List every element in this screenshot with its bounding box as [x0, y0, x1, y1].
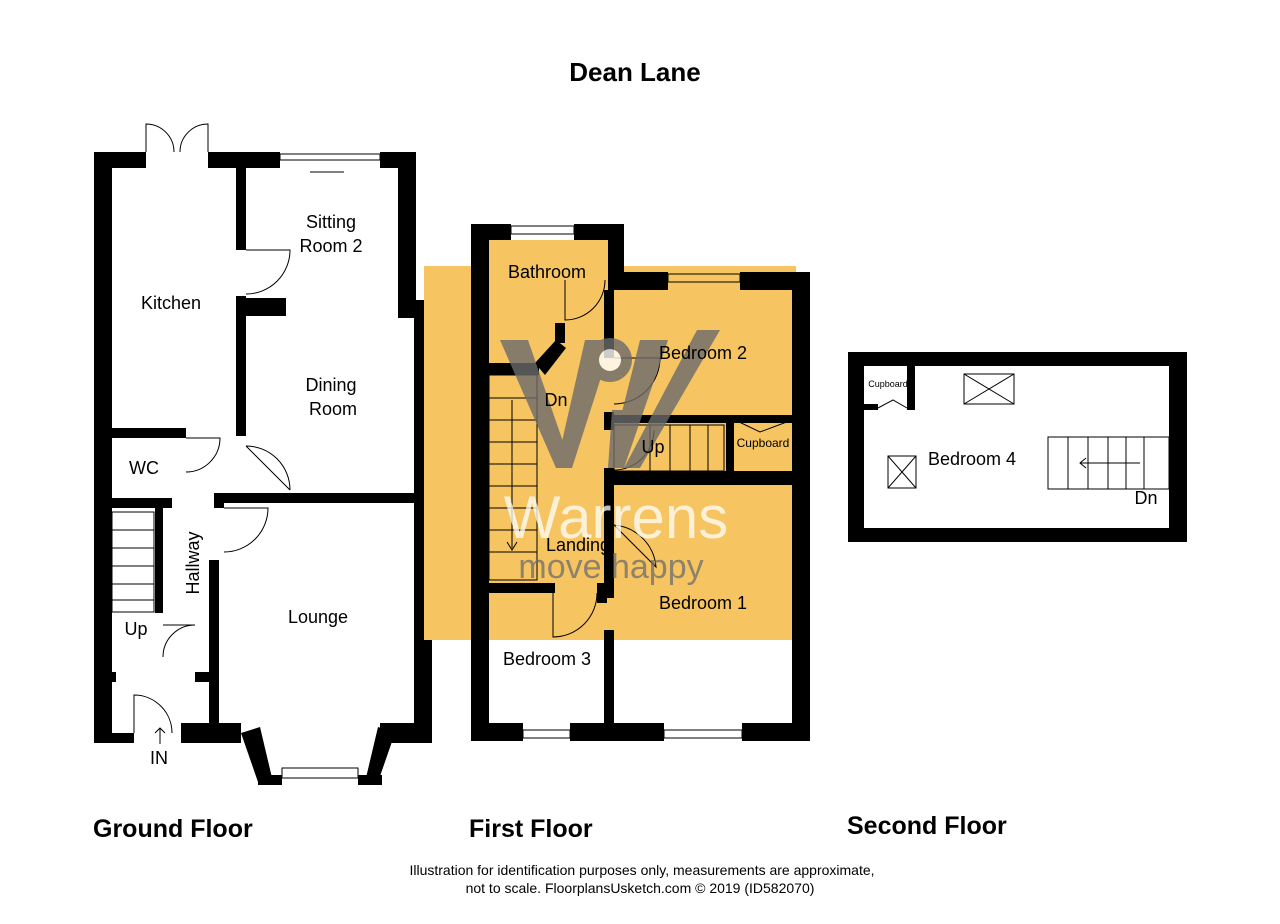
entrance-arrow-icon	[154, 727, 166, 744]
room-label-lounge: Lounge	[288, 607, 348, 627]
stairs-label-up: Up	[641, 437, 664, 457]
disclaimer-line-1: Illustration for identification purposes…	[409, 862, 874, 878]
stairs-label-dn-2: Dn	[1134, 488, 1157, 508]
warrens-logo-icon	[500, 330, 720, 468]
room-label-kitchen: Kitchen	[141, 293, 201, 313]
room-label-wc: WC	[129, 458, 159, 478]
room-label-sitting: Sitting	[306, 212, 356, 232]
room-label-bathroom: Bathroom	[508, 262, 586, 282]
room-label-bedroom-2: Bedroom 2	[659, 343, 747, 363]
second-details	[877, 373, 1170, 490]
second-walls	[848, 352, 1187, 542]
ground-floor-plan: Kitchen Sitting Room 2 Dining Room WC Ha…	[94, 123, 432, 785]
room-label-bedroom-4: Bedroom 4	[928, 449, 1016, 469]
floor-label-second: Second Floor	[847, 812, 1007, 840]
floor-label-ground: Ground Floor	[93, 815, 253, 843]
room-label-landing: Landing	[546, 535, 610, 555]
first-floor-plan: Warrens move happy Bathroom Bedroom 2 Dn…	[424, 224, 810, 741]
watermark-brand: Warrens	[504, 484, 728, 551]
stairs-label-up: Up	[124, 619, 147, 639]
room-label-dining-room: Room	[309, 399, 357, 419]
room-label-bedroom-3: Bedroom 3	[503, 649, 591, 669]
first-stairs	[488, 374, 725, 581]
room-label-sitting-2: Room 2	[299, 236, 362, 256]
disclaimer-line-2: not to scale. FloorplansUsketch.com © 20…	[466, 880, 815, 896]
entrance-label: IN	[150, 748, 168, 768]
room-label-cupboard-2: Cupboard	[868, 379, 908, 389]
plan-title: Dean Lane	[569, 57, 701, 87]
first-windows	[472, 225, 743, 739]
ground-doors	[133, 123, 344, 734]
ground-windows	[96, 153, 381, 779]
room-label-cupboard: Cupboard	[737, 436, 790, 450]
floor-label-first: First Floor	[469, 815, 593, 843]
first-walls	[471, 224, 810, 741]
ground-walls	[94, 152, 432, 785]
room-label-hallway: Hallway	[183, 531, 203, 594]
ground-stairs	[111, 511, 155, 613]
watermark-tagline: move happy	[518, 548, 703, 586]
stairs-label-dn: Dn	[544, 390, 567, 410]
room-label-dining: Dining	[305, 375, 356, 395]
room-label-bedroom-1: Bedroom 1	[659, 593, 747, 613]
second-floor-plan: Cupboard Bedroom 4 Dn	[848, 352, 1187, 542]
